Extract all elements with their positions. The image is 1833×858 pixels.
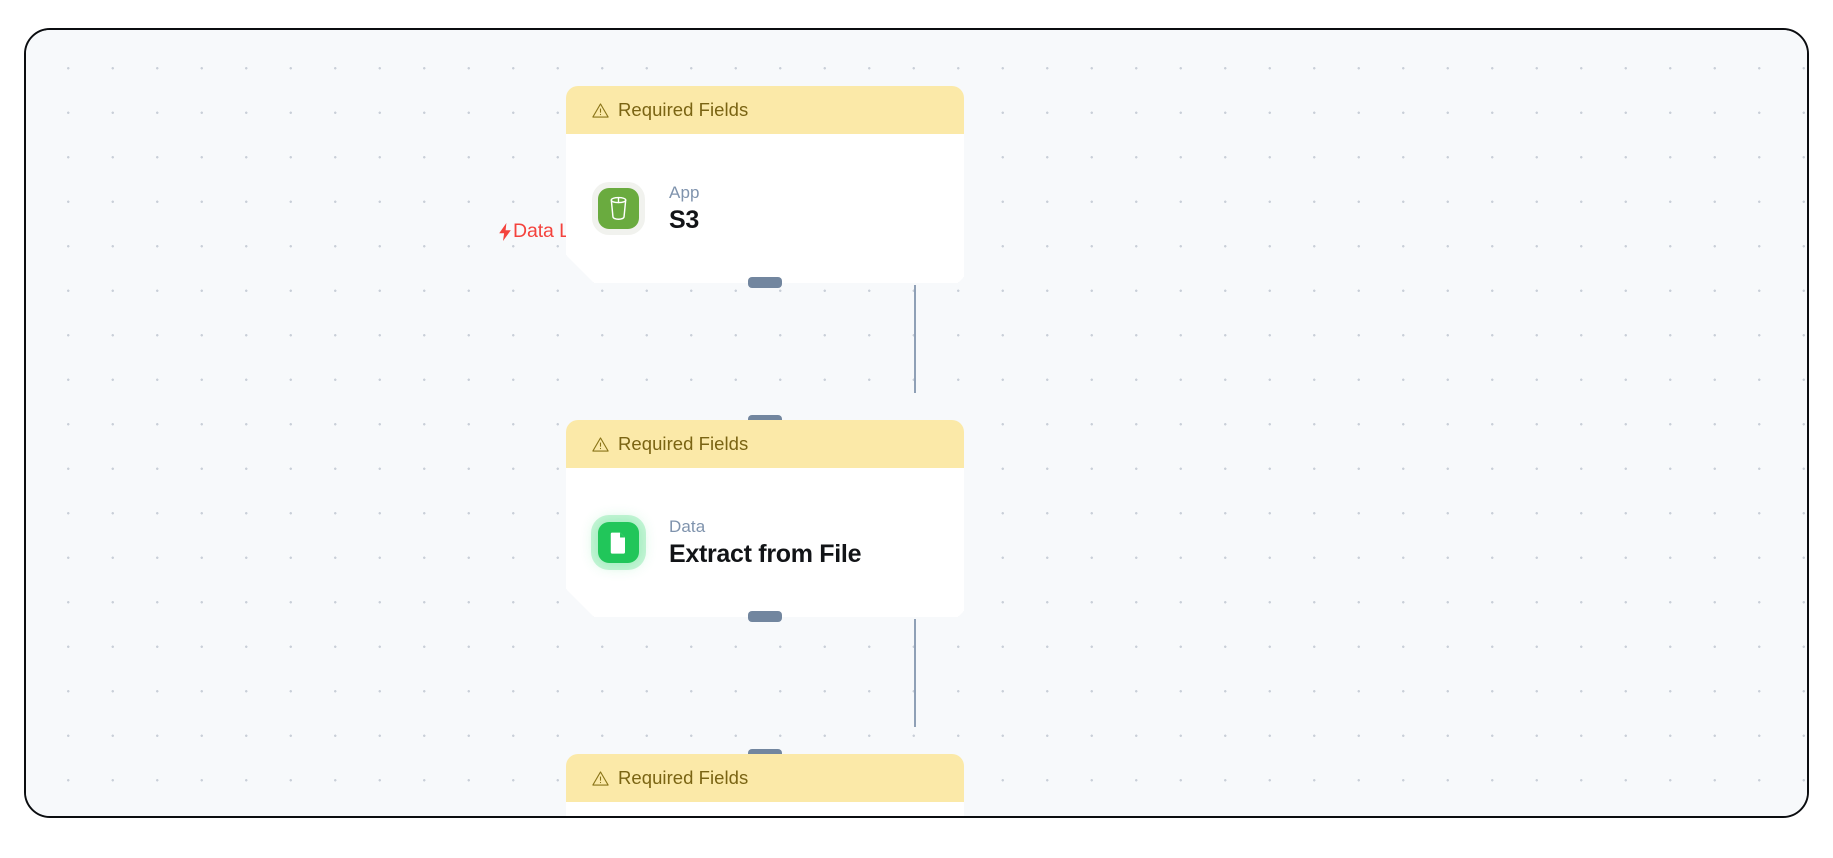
node-extract-from-file[interactable]: Required Fields Data Extract from File: [566, 415, 964, 622]
node-card-body[interactable]: Data Extract from File: [566, 468, 964, 617]
node-s3[interactable]: Required Fields App S3: [566, 86, 964, 288]
node-kind-label: Data: [669, 516, 706, 536]
file-document-icon: [598, 522, 639, 563]
node-card-body[interactable]: [566, 802, 964, 818]
required-fields-banner: Required Fields: [566, 420, 964, 468]
edge-s3-to-extract[interactable]: [914, 285, 916, 393]
warning-triangle-icon: [592, 770, 609, 787]
node-source-handle[interactable]: [748, 277, 782, 288]
node-kind-label: App: [669, 182, 700, 202]
warning-triangle-icon: [592, 436, 609, 453]
node-text-block: App S3: [669, 182, 700, 236]
node-text-block: Data Extract from File: [669, 516, 861, 570]
workflow-canvas[interactable]: Data Loader Required Fields: [24, 28, 1809, 818]
node-card-body[interactable]: App S3: [566, 134, 964, 283]
required-fields-label: Required Fields: [618, 433, 749, 454]
required-fields-label: Required Fields: [618, 767, 749, 788]
node-title-label: Extract from File: [669, 539, 862, 568]
required-fields-banner: Required Fields: [566, 86, 964, 134]
node-third-partial[interactable]: Required Fields: [566, 749, 964, 818]
node-icon-wrapper: [592, 182, 645, 235]
s3-bucket-icon: [598, 188, 639, 229]
lightning-bolt-icon: [498, 222, 512, 241]
required-fields-label: Required Fields: [618, 99, 749, 120]
warning-triangle-icon: [592, 102, 609, 119]
node-icon-wrapper: [592, 516, 645, 569]
required-fields-banner: Required Fields: [566, 754, 964, 802]
edge-extract-to-next[interactable]: [914, 619, 916, 727]
node-source-handle[interactable]: [748, 611, 782, 622]
node-title-label: S3: [669, 205, 699, 234]
